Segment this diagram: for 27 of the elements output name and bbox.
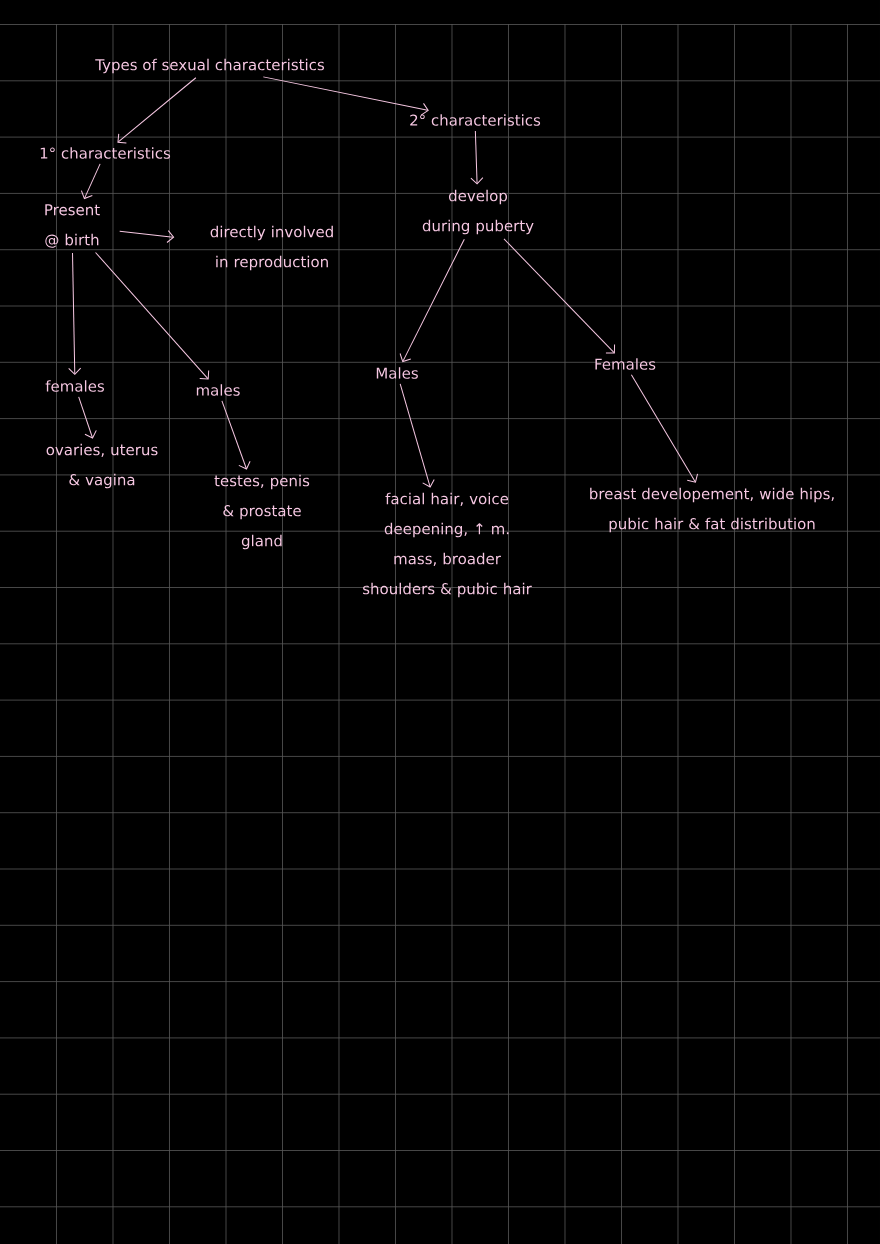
arrow bbox=[630, 374, 699, 483]
note-text: Males bbox=[376, 367, 418, 379]
arrow bbox=[119, 230, 175, 243]
arrow bbox=[470, 130, 484, 185]
note-text: facial hair, voice deepening, ↑ m. mass, broader shoulders & pubic hair bbox=[363, 492, 532, 598]
arrow bbox=[78, 396, 97, 439]
arrow bbox=[68, 252, 82, 375]
note-text: Females bbox=[595, 358, 656, 370]
note-text: directly involved in reproduction bbox=[210, 225, 333, 271]
arrow bbox=[262, 76, 429, 116]
arrow bbox=[399, 383, 435, 488]
note-text: Present @ birth bbox=[45, 204, 100, 248]
arrow bbox=[95, 251, 210, 380]
arrow bbox=[80, 163, 101, 200]
arrow bbox=[117, 77, 197, 144]
note-text: males bbox=[196, 384, 240, 396]
arrow bbox=[503, 238, 616, 354]
note-text: 1° characteristics bbox=[40, 147, 171, 159]
note-text: 2° characteristics bbox=[410, 114, 541, 126]
arrow bbox=[221, 400, 251, 470]
note-text: breast developement, wide hips, pubic hair & fat distribution bbox=[590, 487, 834, 533]
arrow bbox=[399, 238, 465, 363]
note-text: females bbox=[45, 380, 104, 392]
note-text: develop during puberty bbox=[422, 189, 534, 235]
note-text: Types of sexual characteristics bbox=[95, 58, 324, 74]
note-text: testes, penis & prostate gland bbox=[214, 474, 310, 550]
note-text: ovaries, uterus & vagina bbox=[46, 443, 158, 489]
